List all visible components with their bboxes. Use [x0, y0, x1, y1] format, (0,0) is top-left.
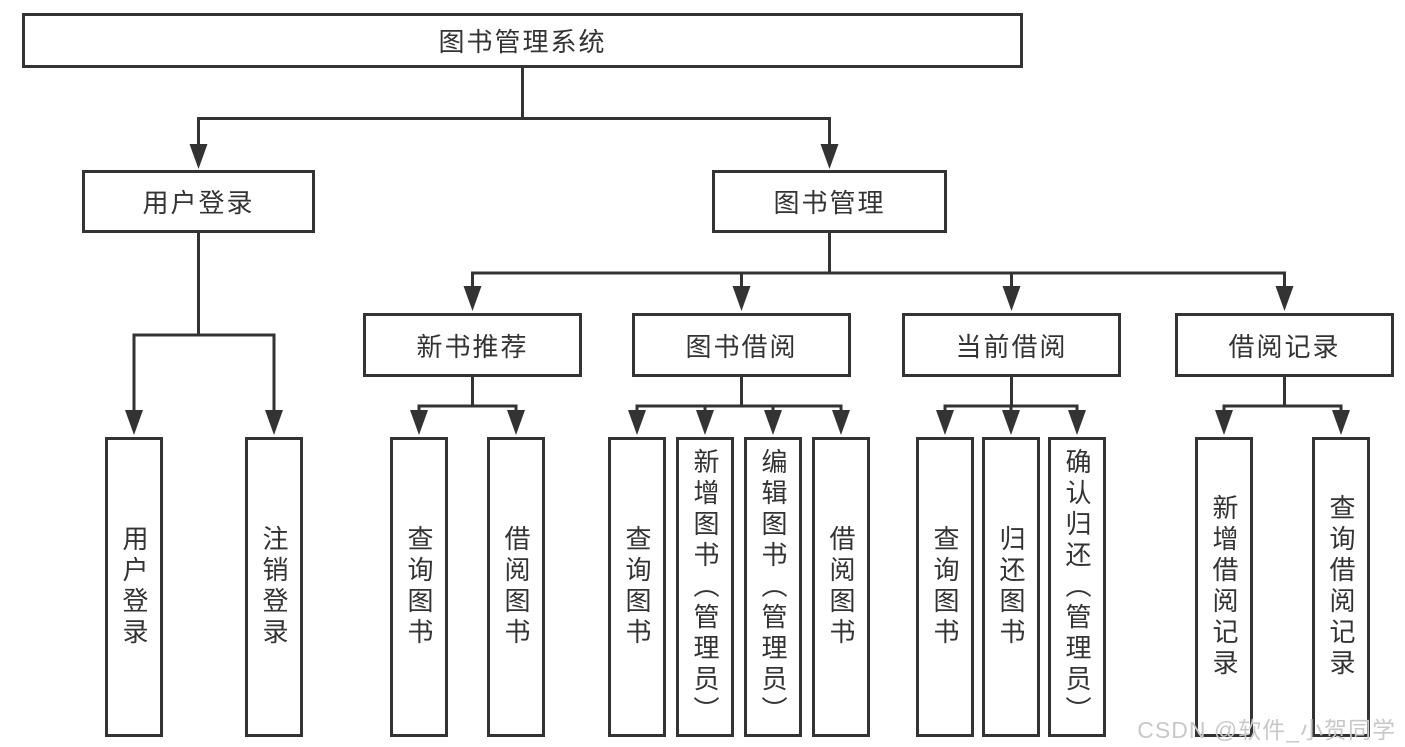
- arrow-icon: [764, 410, 782, 435]
- node-leaf-return-books: 归还图书: [982, 437, 1040, 737]
- node-user-login-branch: 用户登录: [82, 170, 315, 233]
- arrow-icon: [1275, 286, 1294, 311]
- arrow-icon: [1002, 410, 1020, 435]
- arrow-icon: [1332, 410, 1350, 435]
- arrow-icon: [507, 410, 525, 435]
- node-leaf-confirm-return-admin: 确认归还（管理员）: [1048, 437, 1106, 737]
- arrow-icon: [820, 144, 839, 169]
- arrow-icon: [1215, 410, 1233, 435]
- node-leaf-query-borrow-record: 查询借阅记录: [1312, 437, 1370, 737]
- arrow-icon: [732, 286, 751, 311]
- node-current-borrowing: 当前借阅: [902, 313, 1121, 377]
- arrow-icon: [628, 410, 646, 435]
- arrow-icon: [265, 410, 283, 435]
- node-leaf-query-books-3: 查询图书: [916, 437, 974, 737]
- node-book-borrowing: 图书借阅: [632, 313, 851, 377]
- node-leaf-add-borrow-record: 新增借阅记录: [1195, 437, 1253, 737]
- arrow-icon: [1068, 410, 1086, 435]
- arrow-icon: [1002, 286, 1021, 311]
- node-root-library-management-system: 图书管理系统: [22, 13, 1023, 68]
- arrowheads: [125, 144, 1350, 435]
- tree-connectors: [132, 68, 1343, 413]
- node-leaf-add-books-admin: 新增图书（管理员）: [676, 437, 734, 737]
- arrow-icon: [832, 410, 850, 435]
- arrow-icon: [936, 410, 954, 435]
- csdn-watermark: CSDN @软件_小贺同学: [1137, 717, 1396, 743]
- arrow-icon: [125, 410, 143, 435]
- node-new-book-recommendation: 新书推荐: [363, 313, 582, 377]
- node-leaf-edit-books-admin: 编辑图书（管理员）: [744, 437, 802, 737]
- node-leaf-borrow-books-1: 借阅图书: [487, 437, 545, 737]
- arrow-icon: [696, 410, 714, 435]
- node-leaf-borrow-books-2: 借阅图书: [812, 437, 870, 737]
- node-leaf-query-books-2: 查询图书: [608, 437, 666, 737]
- node-leaf-query-books-1: 查询图书: [390, 437, 448, 737]
- node-leaf-logout: 注销登录: [245, 437, 303, 737]
- arrow-icon: [463, 286, 482, 311]
- arrow-icon: [410, 410, 428, 435]
- node-borrowing-records: 借阅记录: [1175, 313, 1394, 377]
- arrow-icon: [189, 144, 208, 169]
- node-leaf-user-login: 用户登录: [105, 437, 163, 737]
- node-book-management-branch: 图书管理: [712, 170, 947, 233]
